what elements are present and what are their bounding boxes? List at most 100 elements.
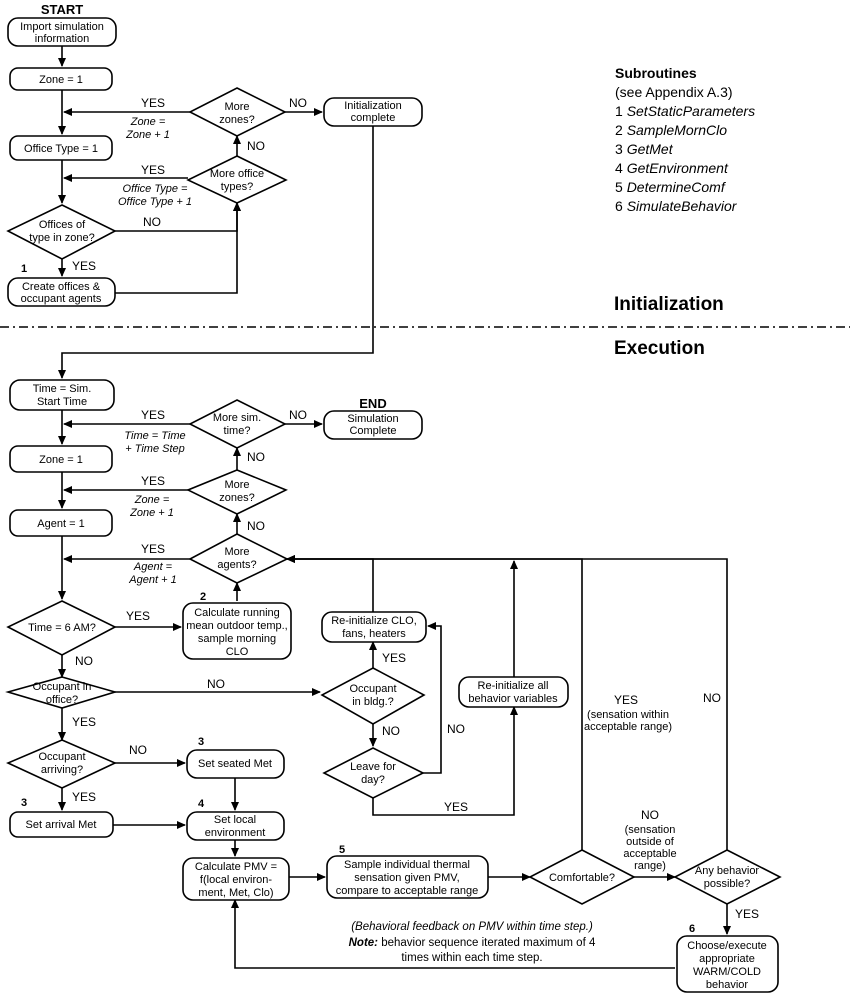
set-seated-met-number: 3 [198,736,204,748]
time-inc-line-2: + Time Step [125,443,185,455]
behavior-yes-label: YES [735,907,759,921]
comfortable-no-label: NO [641,808,659,822]
create-offices-line-1: Create offices & [22,281,101,293]
office-type-init-text: Office Type = 1 [24,143,98,155]
exec-zone-inc-line-2: Zone + 1 [129,507,174,519]
comfortable-decision: Comfortable? [528,849,636,905]
time-6am-decision: Time = 6 AM? [6,600,117,656]
subroutine-item: 5 DetermineComf [615,179,727,195]
more-agents-line-1: More [224,546,249,558]
agents-yes-label: YES [141,542,165,556]
sample-sensation-node: Sample individual thermal sensation give… [326,855,489,899]
offices-no-label: NO [143,215,161,229]
more-office-types-line-1: More office [210,168,264,180]
import-sim-info-node: Import simulation information [7,17,117,47]
no-note-line-3: acceptable [623,848,676,860]
set-local-env-number: 4 [198,798,205,810]
calc-pmv-line-1: Calculate PMV = [195,861,277,873]
set-arrival-met-text: Set arrival Met [26,819,97,831]
feedback-note: (Behavioral feedback on PMV within time … [351,921,593,933]
init-zones-no-label: NO [289,96,307,110]
any-behavior-line-2: possible? [704,878,750,890]
occupant-in-office-decision: Occupant in office? [5,676,118,709]
no-note-line-1: (sensation [625,824,676,836]
reinit-clo-line-1: Re-initialize CLO, [331,615,417,627]
time-6am-text: Time = 6 AM? [28,622,96,634]
office-type-inc-line-1: Office Type = [123,183,188,195]
occupant-in-bldg-decision: Occupant in bldg.? [320,667,426,725]
time-init-line-1: Time = Sim. [33,383,92,395]
sample-sensation-line-1: Sample individual thermal [344,859,470,871]
any-behavior-line-1: Any behavior [695,865,760,877]
init-more-zones-line-2: zones? [219,114,254,126]
exec-agents-no-label: NO [247,519,265,533]
agent-inc-line-2: Agent + 1 [128,574,176,586]
choose-behavior-line-2: appropriate [699,953,755,965]
occupant-in-office-line-1: Occupant in [33,681,92,693]
choose-behavior-number: 6 [689,923,695,935]
offices-in-zone-line-2: type in zone? [29,232,94,244]
occupant-in-bldg-line-2: in bldg.? [352,696,394,708]
create-offices-line-2: occupant agents [21,293,102,305]
occupant-in-office-line-2: office? [46,694,78,706]
create-offices-node: Create offices & occupant agents [7,277,116,307]
import-line-2: information [35,33,89,45]
reinit-clo-line-2: fans, heaters [342,628,406,640]
any-behavior-decision: Any behavior possible? [673,849,782,905]
subroutine-item: 3 GetMet [615,141,674,157]
set-local-env-line-2: environment [205,827,266,839]
more-sim-time-line-2: time? [224,425,251,437]
bldg-no-label: NO [382,724,400,738]
yes-note-line-2: acceptable range) [584,721,672,733]
import-line-1: Import simulation [20,21,104,33]
subroutine-item: 1 SetStaticParameters [615,103,755,119]
occupant-in-bldg-line-1: Occupant [349,683,396,695]
leave-for-day-decision: Leave for day? [322,747,425,799]
calc-pmv-line-3: ment, Met, Clo) [198,887,273,899]
office-types-yes-label: YES [141,163,165,177]
occupant-arriving-line-1: Occupant [38,751,85,763]
subroutine-item: 2 SampleMornClo [615,122,727,138]
choose-behavior-line-1: Choose/execute [687,940,767,952]
office-type-inc-line-2: Office Type + 1 [118,196,192,208]
more-sim-time-decision: More sim. time? [188,399,287,449]
arriving-yes-label: YES [72,790,96,804]
init-complete-node: Initialization complete [323,97,423,127]
init-zones-yes-label: YES [141,96,165,110]
iteration-note: Note: behavior sequence iterated maximum… [349,937,596,949]
init-complete-line-2: complete [351,112,396,124]
time-inc-line-1: Time = Time [124,430,185,442]
comfortable-text: Comfortable? [549,872,615,884]
office-type-init-node: Office Type = 1 [9,135,113,161]
more-agents-decision: More agents? [188,533,289,584]
init-zone-inc-line-2: Zone + 1 [125,129,170,141]
init-more-zones-decision: More zones? [188,87,287,137]
calc-pmv-line-2: f(local environ- [200,874,272,886]
in-office-no-label: NO [207,677,225,691]
behavior-no-label: NO [703,691,721,705]
6am-no-label: NO [75,654,93,668]
iteration-note-line-2: times within each time step. [401,952,542,964]
subroutines-title: Subroutines [615,65,697,81]
comfortable-yes-label: YES [614,693,638,707]
init-complete-line-1: Initialization [344,100,401,112]
sim-time-yes-label: YES [141,408,165,422]
subroutine-item: 4 GetEnvironment [615,160,729,176]
more-office-types-decision: More office types? [186,155,288,204]
calc-running-mean-number: 2 [200,591,206,603]
choose-behavior-line-4: behavior [706,979,749,991]
no-note-line-4: range) [634,860,666,872]
sample-sensation-line-3: compare to acceptable range [336,885,478,897]
init-zone-inc-line-1: Zone = [130,116,166,128]
calc-running-mean-line-4: CLO [226,646,249,658]
set-arrival-met-node: Set arrival Met [9,811,114,838]
set-seated-met-text: Set seated Met [198,758,272,770]
calc-pmv-node: Calculate PMV = f(local environ- ment, M… [182,857,290,901]
set-local-env-line-1: Set local [214,814,256,826]
sim-time-no-label: NO [289,408,307,422]
init-more-zones-line-1: More [224,101,249,113]
init-types-no-label: NO [247,139,265,153]
choose-behavior-line-3: WARM/COLD [693,966,761,978]
exec-zones-no-label: NO [247,450,265,464]
calc-running-mean-line-1: Calculate running [194,607,280,619]
